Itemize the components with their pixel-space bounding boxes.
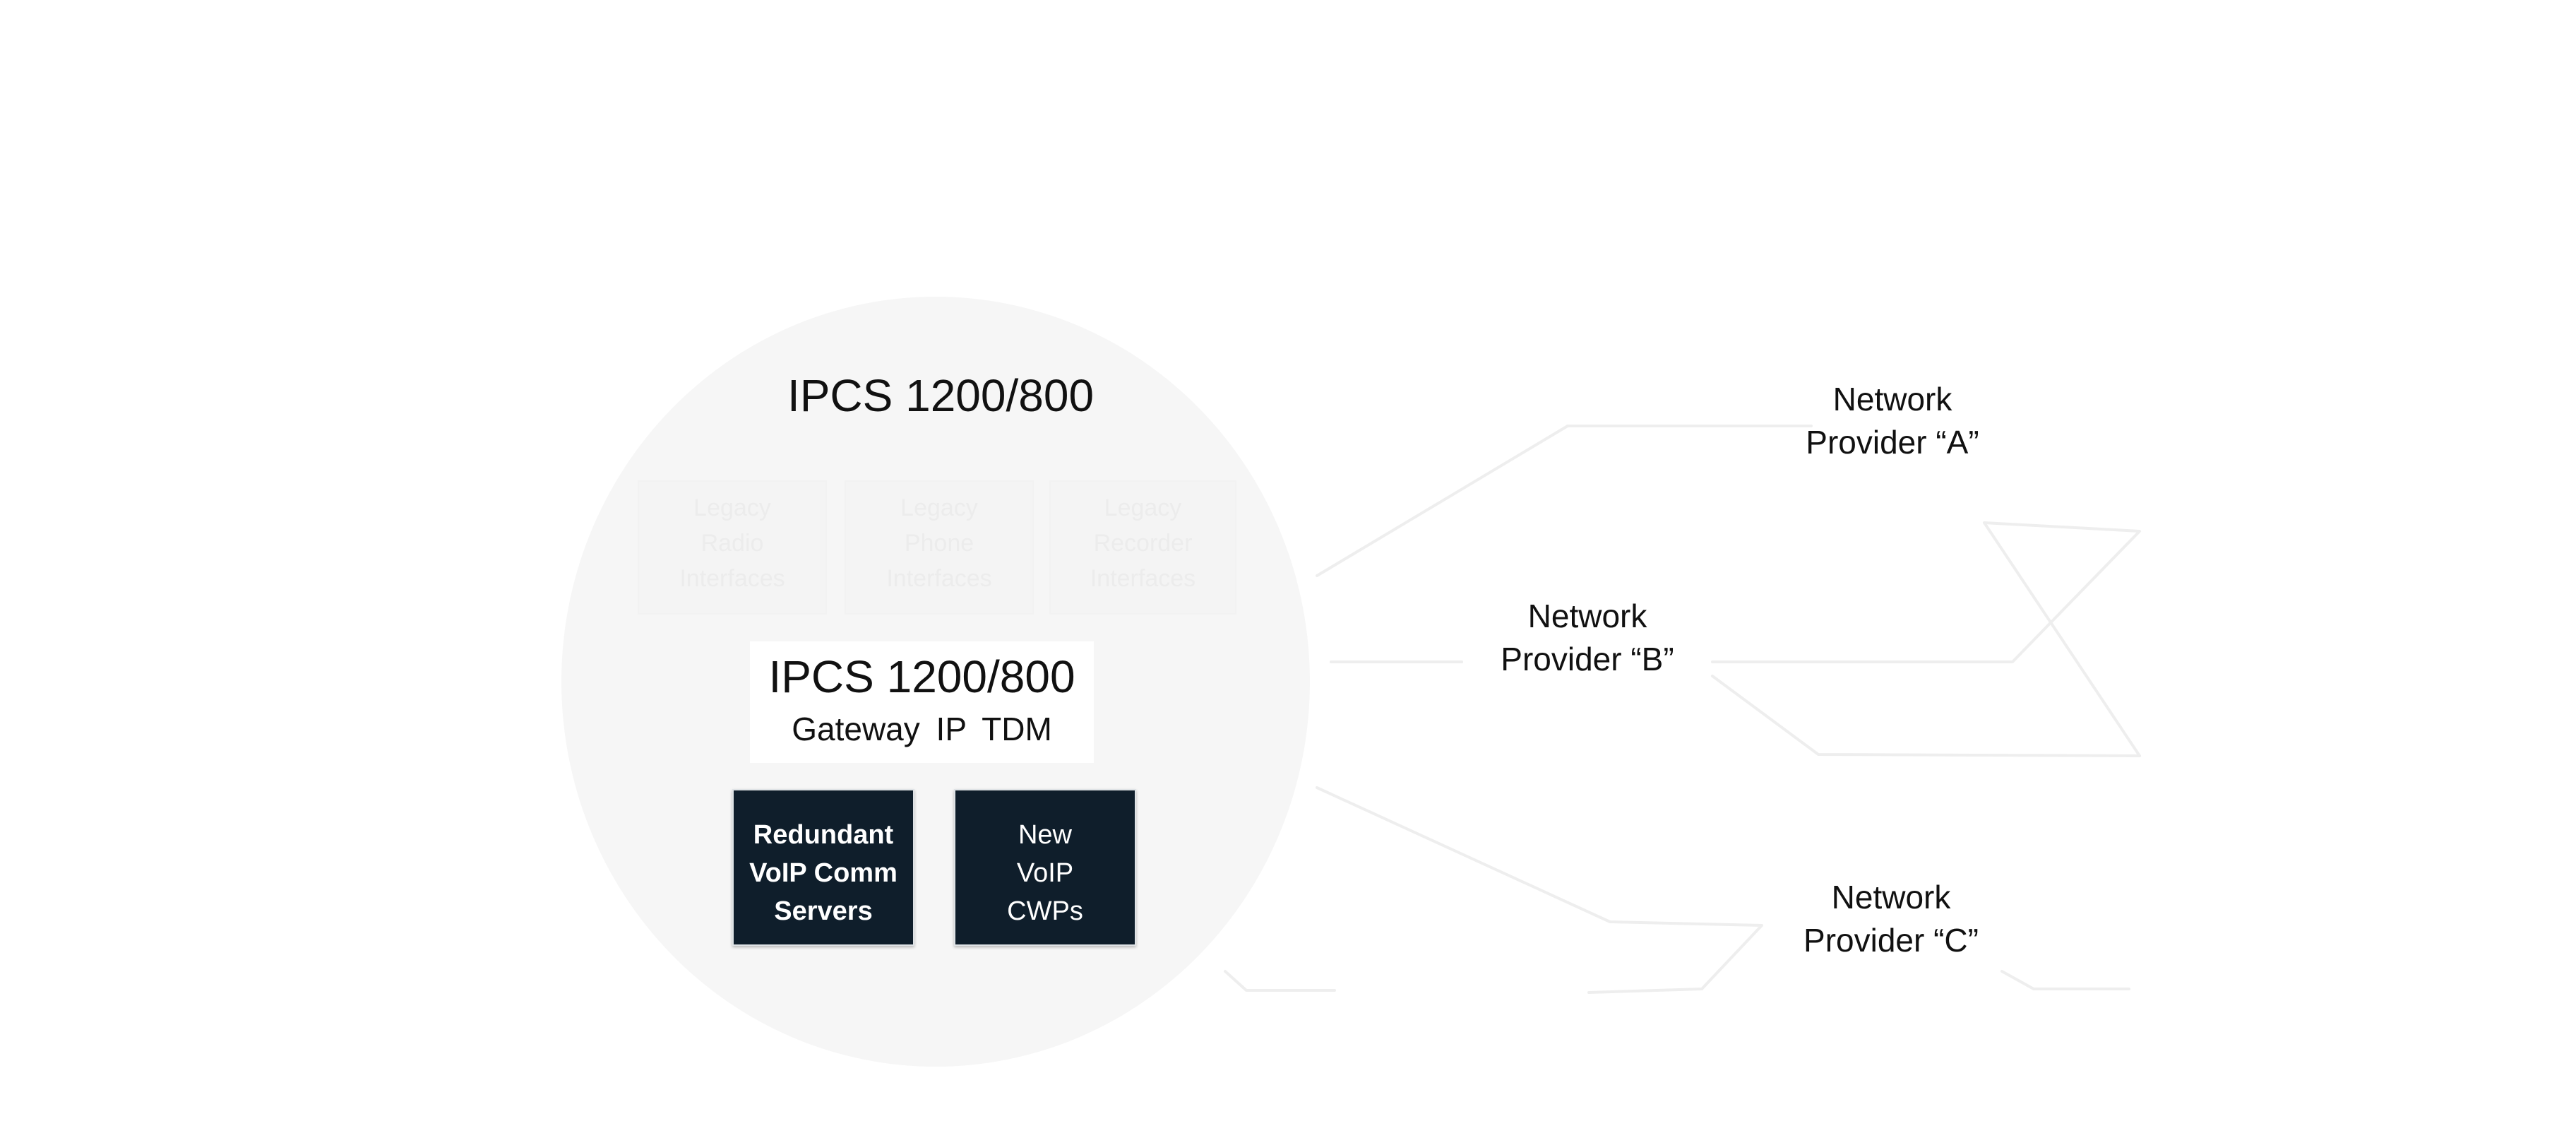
legacy-box-line: Legacy bbox=[900, 494, 978, 521]
link-circle-to-provider-a bbox=[1316, 425, 1813, 577]
link-provider-c-right bbox=[2000, 970, 2130, 990]
provider-line2: Provider “B” bbox=[1501, 641, 1674, 677]
box-line: New bbox=[1018, 820, 1073, 850]
link-circle-bottom bbox=[1224, 970, 1336, 992]
link-provider-b-right bbox=[1711, 521, 2141, 663]
provider-line1: Network bbox=[1831, 879, 1951, 915]
new-voip-cwps-box: New VoIP CWPs bbox=[954, 789, 1136, 946]
link-provider-b-lower bbox=[1711, 675, 2141, 757]
legacy-box-line: Legacy bbox=[1104, 494, 1182, 521]
gateway-panel: IPCS 1200/800 Gateway IP TDM bbox=[750, 641, 1094, 763]
legacy-box-line: Recorder bbox=[1093, 530, 1193, 557]
provider-line1: Network bbox=[1527, 598, 1647, 634]
circle-title: IPCS 1200/800 bbox=[787, 370, 1095, 421]
network-provider-a: Network Provider “A” bbox=[1744, 378, 2041, 464]
gateway-title: IPCS 1200/800 bbox=[768, 651, 1075, 702]
box-line: CWPs bbox=[1007, 896, 1083, 926]
box-line: VoIP bbox=[1016, 858, 1074, 888]
box-line: VoIP Comm bbox=[749, 858, 898, 888]
link-provider-a-cross bbox=[1983, 521, 2141, 757]
legacy-box-line: Interfaces bbox=[1090, 565, 1196, 592]
redundant-voip-servers-box: Redundant VoIP Comm Servers bbox=[732, 789, 914, 946]
legacy-box-line: Interfaces bbox=[679, 565, 785, 592]
legacy-phone-interfaces-box: Legacy Phone Interfaces bbox=[845, 480, 1034, 615]
gateway-subtitle: Gateway IP TDM bbox=[792, 711, 1052, 747]
legacy-box-line: Phone bbox=[904, 530, 974, 557]
provider-line1: Network bbox=[1832, 381, 1952, 417]
legacy-box-line: Interfaces bbox=[886, 565, 992, 592]
legacy-radio-interfaces-box: Legacy Radio Interfaces bbox=[638, 480, 827, 615]
legacy-recorder-interfaces-box: Legacy Recorder Interfaces bbox=[1049, 480, 1236, 615]
box-line: Servers bbox=[774, 896, 873, 926]
link-circle-to-provider-c bbox=[1316, 786, 1763, 994]
network-provider-b: Network Provider “B” bbox=[1439, 595, 1736, 681]
provider-line2: Provider “C” bbox=[1803, 922, 1979, 959]
provider-line2: Provider “A” bbox=[1806, 424, 1979, 461]
box-line: Redundant bbox=[753, 820, 894, 850]
legacy-box-line: Legacy bbox=[693, 494, 771, 521]
legacy-box-line: Radio bbox=[700, 530, 764, 557]
network-provider-c: Network Provider “C” bbox=[1743, 876, 2039, 962]
